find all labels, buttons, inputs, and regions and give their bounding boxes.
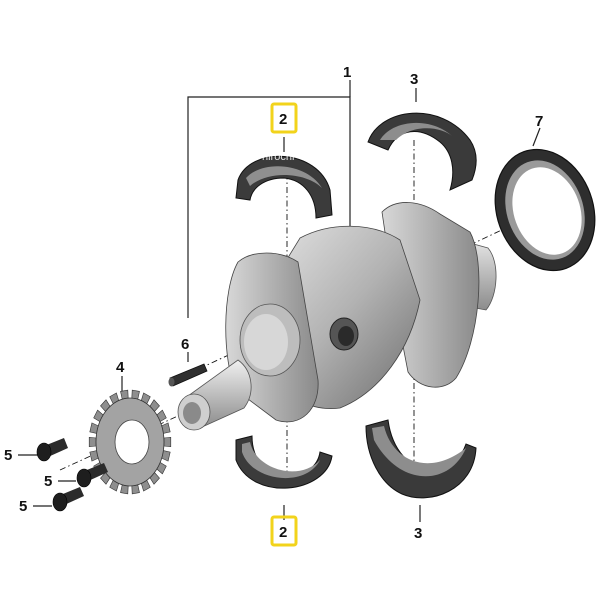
seal-ring [494,148,596,272]
crankshaft [177,202,497,431]
bearing-shell-bottom-left [235,435,333,489]
bolt-middle [76,463,108,488]
sprocket-tooth [88,436,97,448]
bearing-shell-top-right [367,112,477,191]
callout-5-c[interactable]: 5 [19,498,27,515]
dowel-pin [168,363,208,387]
callout-5-b[interactable]: 5 [44,473,52,490]
highlight-box-bottom [270,515,298,547]
callout-1[interactable]: 1 [343,64,351,81]
callout-6[interactable]: 6 [181,336,189,353]
sprocket [88,389,172,495]
callout-4[interactable]: 4 [116,359,125,376]
highlight-box-top [270,102,298,134]
callout-5-a[interactable]: 5 [4,447,12,464]
leader-lines [18,80,541,522]
bolt-top [36,438,68,462]
bearing-shell-bottom-right [365,419,477,499]
callout-2-bottom[interactable]: 2 [279,524,287,541]
bolt-bottom [52,487,84,512]
callout-7[interactable]: 7 [535,113,543,130]
callout-2-top[interactable]: 2 [279,111,287,128]
sprocket-tooth [163,436,172,448]
callout-3-top[interactable]: 3 [410,71,418,88]
callout-3-bottom[interactable]: 3 [414,525,422,542]
watermark-text: hirochi [262,151,294,163]
bearing-shell-top-left [235,155,333,219]
